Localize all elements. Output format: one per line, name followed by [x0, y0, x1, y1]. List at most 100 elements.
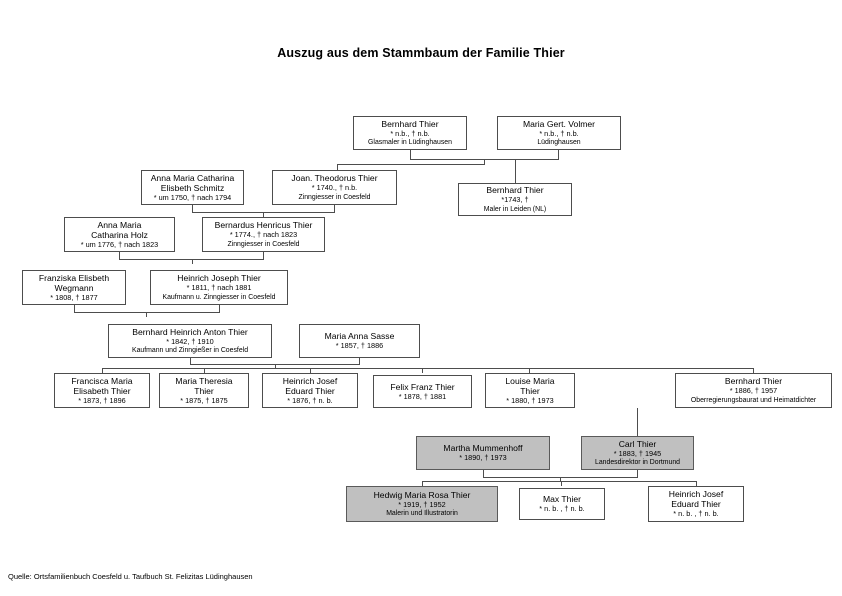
node-hedwig-maria-rosa-thier[interactable]: Hedwig Maria Rosa Thier * 1919, † 1952 M…: [346, 486, 498, 522]
connector: [219, 305, 220, 313]
connector: [74, 305, 75, 313]
connector: [146, 312, 147, 317]
node-name: Maria Anna Sasse: [324, 331, 395, 342]
connector: [192, 205, 193, 213]
connector: [696, 481, 697, 486]
connector: [560, 477, 561, 482]
node-name: Bernhard Heinrich Anton Thier: [132, 326, 248, 337]
connector: [190, 358, 191, 365]
connector: [529, 368, 530, 373]
node-name: Martha Mummenhoff: [443, 443, 523, 454]
node-felix-franz-thier[interactable]: Felix Franz Thier * 1878, † 1881: [373, 375, 472, 408]
node-heinrich-josef-eduard-thier-2[interactable]: Heinrich Josef Eduard Thier * n. b. , † …: [648, 486, 744, 522]
node-dates: * um 1750, † nach 1794: [153, 192, 232, 202]
node-louise-maria-thier[interactable]: Louise Maria Thier * 1880, † 1973: [485, 373, 575, 408]
connector: [359, 358, 360, 365]
node-bernhard-thier-glasmaler[interactable]: Bernhard Thier * n.b., † n.b. Glasmaler …: [353, 116, 467, 150]
node-dates: * 1880, † 1973: [506, 395, 554, 405]
node-bernhard-heinrich-anton-thier[interactable]: Bernhard Heinrich Anton Thier * 1842, † …: [108, 324, 272, 358]
node-dates: * 1740., † n.b.: [311, 183, 358, 193]
node-name: Bernhard Thier: [486, 185, 544, 196]
node-name: Anna Maria Catharina Holz: [91, 219, 148, 240]
node-occupation: Glasmaler in Lüdinghausen: [368, 139, 452, 147]
node-name: Bernhard Thier: [724, 376, 783, 387]
node-name: Franziska Elisbeth Wegmann: [38, 272, 110, 293]
node-occupation: Maler in Leiden (NL): [483, 205, 547, 213]
node-occupation: Kaufmann u. Zinngiesser in Coesfeld: [162, 293, 276, 301]
node-maria-theresia-thier[interactable]: Maria Theresia Thier * 1875, † 1875: [159, 373, 249, 408]
node-anna-maria-catharina-elisbeth-schmitz[interactable]: Anna Maria Catharina Elisbeth Schmitz * …: [141, 170, 244, 205]
node-dates: * 1876, † n. b.: [287, 395, 333, 405]
node-dates: * 1878, † 1881: [398, 391, 447, 401]
node-occupation: Zinngiesser in Coesfeld: [227, 240, 300, 248]
node-bernardus-henricus-thier[interactable]: Bernardus Henricus Thier * 1774., † nach…: [202, 217, 325, 252]
node-name: Carl Thier: [618, 438, 657, 449]
node-franziska-elisbeth-wegmann[interactable]: Franziska Elisbeth Wegmann * 1808, † 187…: [22, 270, 126, 305]
connector: [753, 368, 754, 373]
node-dates: * n. b. , † n. b.: [673, 509, 719, 519]
node-occupation: Malerin und Illustratorin: [386, 510, 458, 518]
node-occupation: Kaufmann und Zinngießer in Coesfeld: [131, 347, 249, 355]
node-dates: * 1875, † 1875: [180, 395, 228, 405]
node-occupation: Landesdirektor in Dortmund: [594, 459, 681, 467]
connector: [558, 150, 559, 160]
node-dates: * 1886, † 1957: [729, 386, 778, 396]
connector: [119, 259, 264, 260]
node-dates: * um 1776, † nach 1823: [80, 239, 159, 249]
node-name: Heinrich Joseph Thier: [177, 273, 261, 284]
connector: [637, 470, 638, 478]
connector: [483, 470, 484, 478]
connector: [422, 481, 423, 486]
node-name: Francisca Maria Elisabeth Thier: [71, 375, 133, 396]
connector: [263, 252, 264, 260]
node-name: Maria Theresia Thier: [175, 375, 233, 396]
node-dates: * 1811, † nach 1881: [186, 283, 252, 293]
node-name: Hedwig Maria Rosa Thier: [373, 489, 471, 500]
connector: [515, 159, 516, 183]
node-heinrich-josef-eduard-thier[interactable]: Heinrich Josef Eduard Thier * 1876, † n.…: [262, 373, 358, 408]
node-carl-thier[interactable]: Carl Thier * 1883, † 1945 Landesdirektor…: [581, 436, 694, 470]
node-francisca-maria-elisabeth-thier[interactable]: Francisca Maria Elisabeth Thier * 1873, …: [54, 373, 150, 408]
node-maria-anna-sasse[interactable]: Maria Anna Sasse * 1857, † 1886: [299, 324, 420, 358]
node-name: Joan. Theodorus Thier: [291, 173, 378, 184]
source-note: Quelle: Ortsfamilienbuch Coesfeld u. Tau…: [8, 572, 253, 581]
connector: [422, 481, 696, 482]
node-dates: * n.b., † n.b.: [539, 128, 579, 138]
node-name: Maria Gert. Volmer: [522, 118, 596, 129]
connector: [102, 368, 103, 373]
node-dates: * 1890, † 1973: [459, 453, 507, 463]
node-dates: * 1842, † 1910: [166, 336, 214, 346]
node-dates: *1743, †: [501, 195, 529, 205]
node-martha-mummenhoff[interactable]: Martha Mummenhoff * 1890, † 1973: [416, 436, 550, 470]
node-max-thier[interactable]: Max Thier * n. b. , † n. b.: [519, 488, 605, 520]
node-maria-gert-volmer[interactable]: Maria Gert. Volmer * n.b., † n.b. Lüding…: [497, 116, 621, 150]
node-occupation: Lüdinghausen: [537, 139, 581, 147]
node-bernhard-thier-maler-leiden[interactable]: Bernhard Thier *1743, † Maler in Leiden …: [458, 183, 572, 216]
node-name: Anna Maria Catharina Elisbeth Schmitz: [150, 172, 235, 193]
node-occupation: Zinngiesser in Coesfeld: [298, 193, 371, 201]
connector: [263, 212, 264, 217]
connector: [337, 164, 338, 170]
page-title: Auszug aus dem Stammbaum der Familie Thi…: [277, 46, 565, 60]
node-name: Bernardus Henricus Thier: [214, 220, 313, 231]
node-name: Louise Maria Thier: [505, 375, 555, 396]
node-dates: * 1919, † 1952: [398, 499, 446, 509]
node-heinrich-joseph-thier[interactable]: Heinrich Joseph Thier * 1811, † nach 188…: [150, 270, 288, 305]
node-anna-maria-catharina-holz[interactable]: Anna Maria Catharina Holz * um 1776, † n…: [64, 217, 175, 252]
connector: [204, 368, 205, 373]
connector: [637, 408, 638, 436]
node-dates: * n. b. , † n. b.: [539, 504, 585, 514]
node-joan-theodorus-thier[interactable]: Joan. Theodorus Thier * 1740., † n.b. Zi…: [272, 170, 397, 205]
connector: [410, 150, 411, 160]
connector: [484, 159, 485, 165]
node-dates: * 1883, † 1945: [613, 448, 662, 458]
node-dates: * 1857, † 1886: [335, 341, 384, 351]
node-dates: * n.b., † n.b.: [390, 128, 430, 138]
node-dates: * 1774., † nach 1823: [229, 230, 298, 240]
node-name: Felix Franz Thier: [390, 381, 455, 392]
connector: [102, 368, 753, 369]
node-name: Heinrich Josef Eduard Thier: [668, 489, 724, 510]
connector: [334, 205, 335, 213]
node-bernhard-thier-oberregierungsbaurat[interactable]: Bernhard Thier * 1886, † 1957 Oberregier…: [675, 373, 832, 408]
